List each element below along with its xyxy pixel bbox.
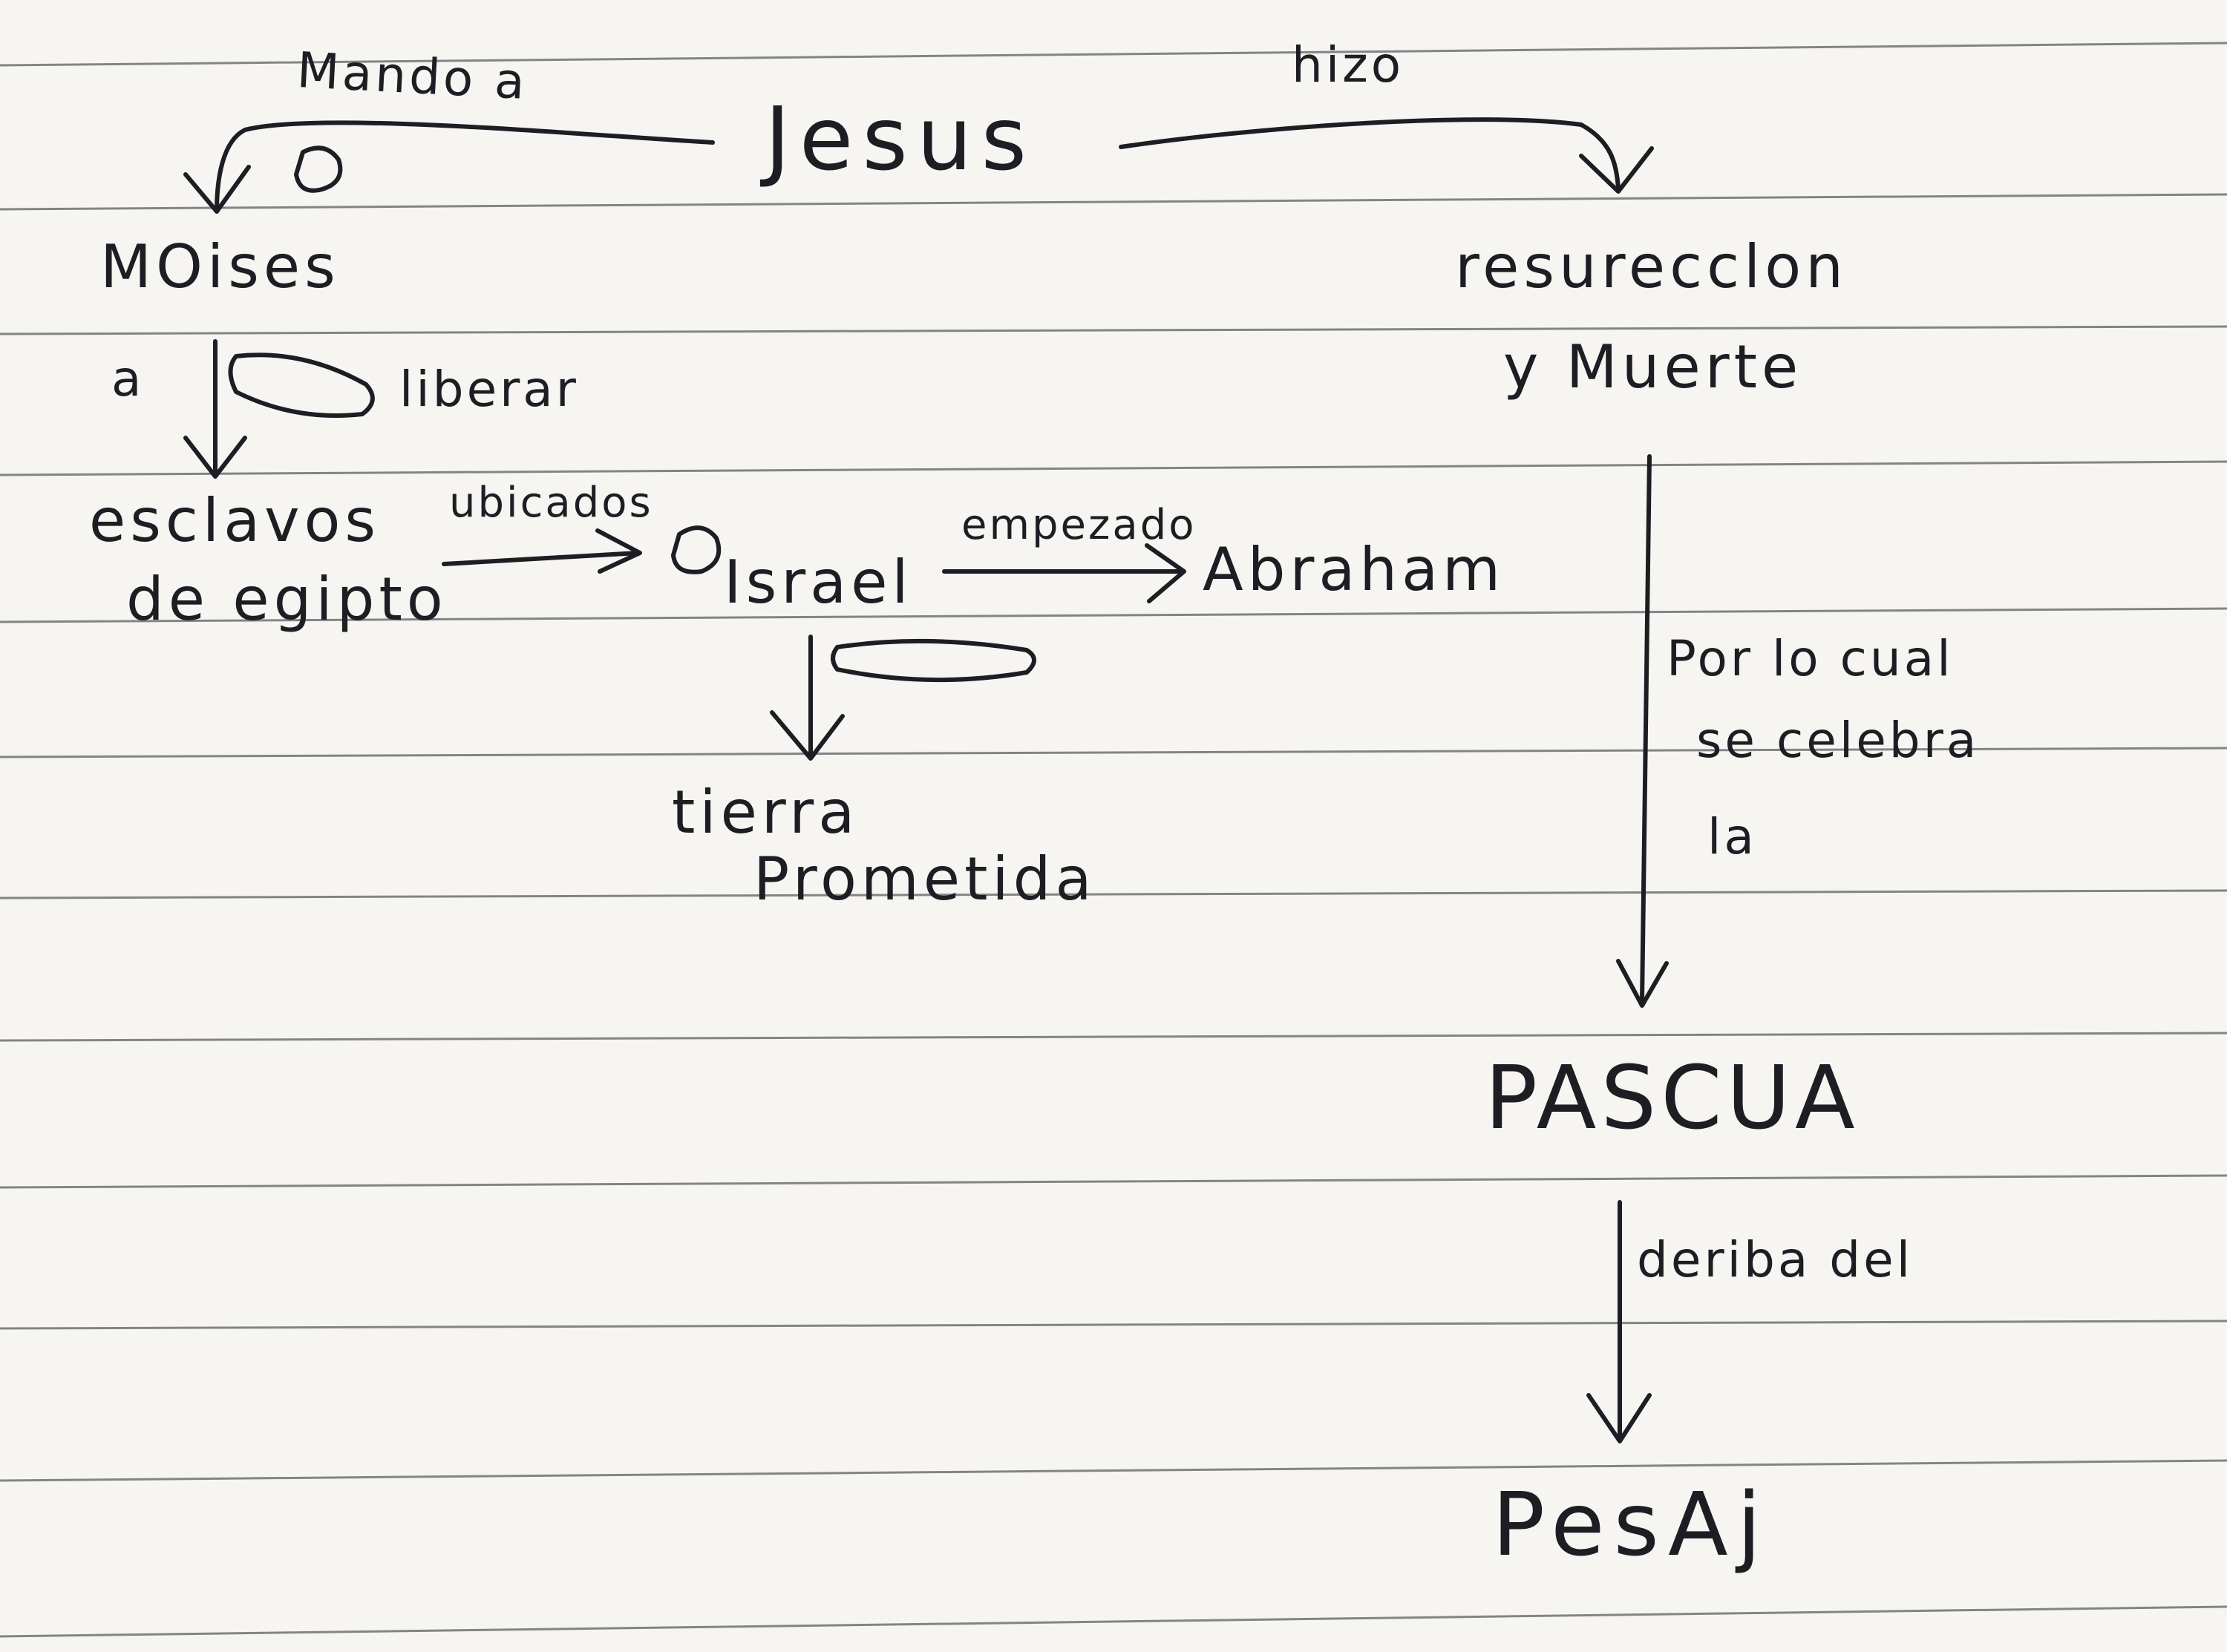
arrowhead-abraham — [1145, 543, 1186, 603]
node-pascua: PASCUA — [1485, 1046, 1860, 1149]
label-liberar: liberar — [399, 361, 579, 418]
node-resurreccion-line2: y Muerte — [1503, 332, 1803, 401]
label-deriba-del: deriba del — [1637, 1231, 1914, 1288]
arrowhead-pesaj — [1586, 1393, 1652, 1443]
node-moises: MOises — [100, 232, 340, 301]
arrowhead-esclavos — [183, 436, 247, 479]
label-por-lo-cual-1: Por lo cual — [1667, 630, 1954, 687]
label-por-lo-cual-2: se celebra — [1696, 712, 1980, 769]
scribble-mark — [294, 145, 343, 193]
node-israel: Israel — [724, 548, 913, 617]
label-hizo: hizo — [1292, 36, 1404, 94]
arrow-resurreccion-to-pascua — [1640, 454, 1652, 1004]
label-por-lo-cual-3: la — [1707, 808, 1757, 865]
scribble-mark — [671, 525, 722, 574]
node-tierra-line1: tierra — [672, 778, 860, 847]
node-pesaj: PesAj — [1492, 1473, 1770, 1576]
arrow-jesus-to-resurreccion — [1119, 117, 1621, 191]
node-jesus: Jesus — [765, 88, 1036, 190]
node-resurreccion-line1: resurecclon — [1455, 232, 1848, 301]
arrowhead-israel — [595, 528, 642, 574]
arrowhead-moises — [183, 165, 251, 214]
label-empezado: empezado — [961, 501, 1197, 549]
scribble-mark — [831, 638, 1036, 683]
arrowhead-resurreccion — [1579, 146, 1654, 194]
arrow-esclavos-to-israel — [442, 551, 641, 566]
arrowhead-pascua — [1616, 959, 1669, 1008]
arrow-jesus-to-moises — [215, 120, 715, 214]
label-a: a — [111, 350, 145, 407]
label-mando-a: Mando a — [295, 41, 529, 111]
node-esclavos-line1: esclavos — [89, 486, 381, 555]
node-tierra-line2: Prometida — [753, 845, 1096, 914]
scribble-mark — [228, 353, 375, 418]
node-esclavos-line2: de egipto — [126, 565, 448, 634]
node-abraham: Abraham — [1203, 535, 1505, 604]
label-ubicados: ubicados — [449, 479, 653, 527]
arrowhead-tierra — [770, 710, 845, 761]
